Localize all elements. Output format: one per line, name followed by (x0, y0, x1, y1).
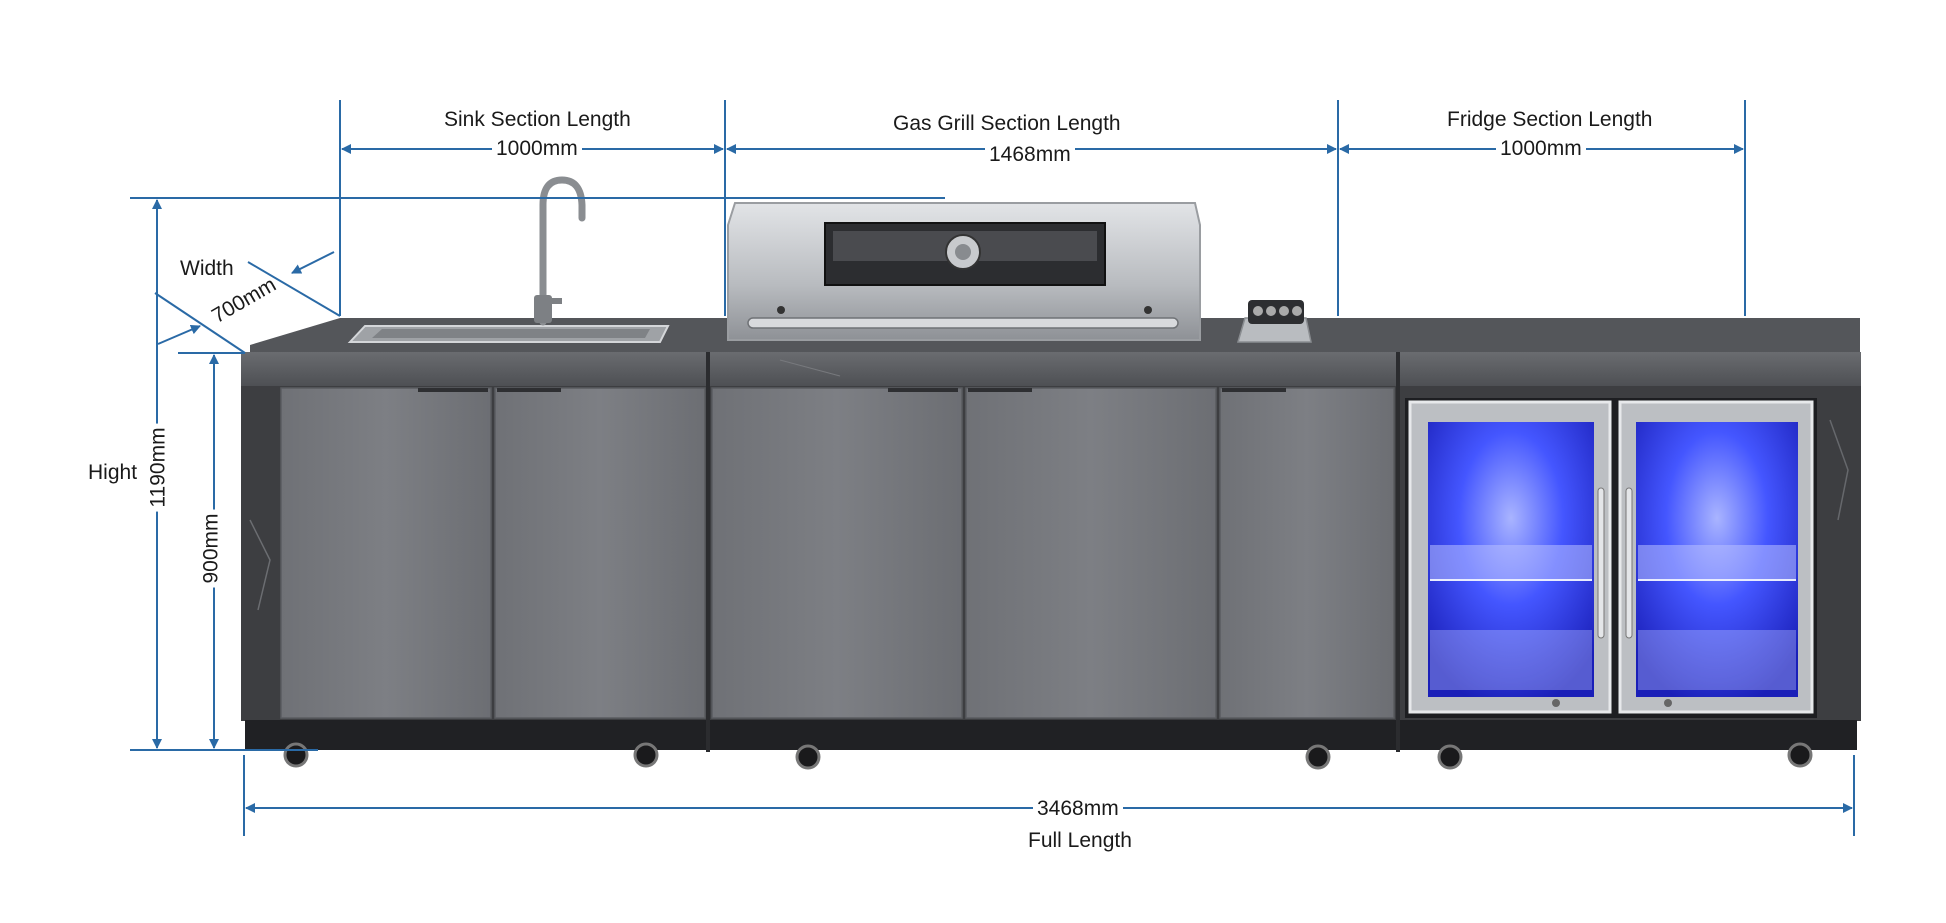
fridge-section-value: 1000mm (1496, 138, 1586, 159)
grill-section-value: 1468mm (985, 144, 1075, 165)
fridge-section-title: Fridge Section Length (1447, 108, 1653, 131)
counter-height-value: 900mm (200, 509, 223, 588)
sink-section-value: 1000mm (492, 138, 582, 159)
grill-section-title: Gas Grill Section Length (893, 112, 1121, 135)
gas-grill-unit (727, 202, 1312, 343)
sink-section-title: Sink Section Length (444, 108, 631, 131)
total-height-title: Hight (88, 461, 138, 484)
full-length-title: Full Length (1028, 829, 1132, 852)
total-height-value: 1190mm (147, 423, 170, 512)
sink-unit (347, 176, 670, 343)
cabinet-doors (280, 387, 1395, 719)
fridge-unit (1405, 398, 1817, 718)
full-length-value: 3468mm (1033, 798, 1123, 819)
width-title: Width (180, 257, 234, 280)
